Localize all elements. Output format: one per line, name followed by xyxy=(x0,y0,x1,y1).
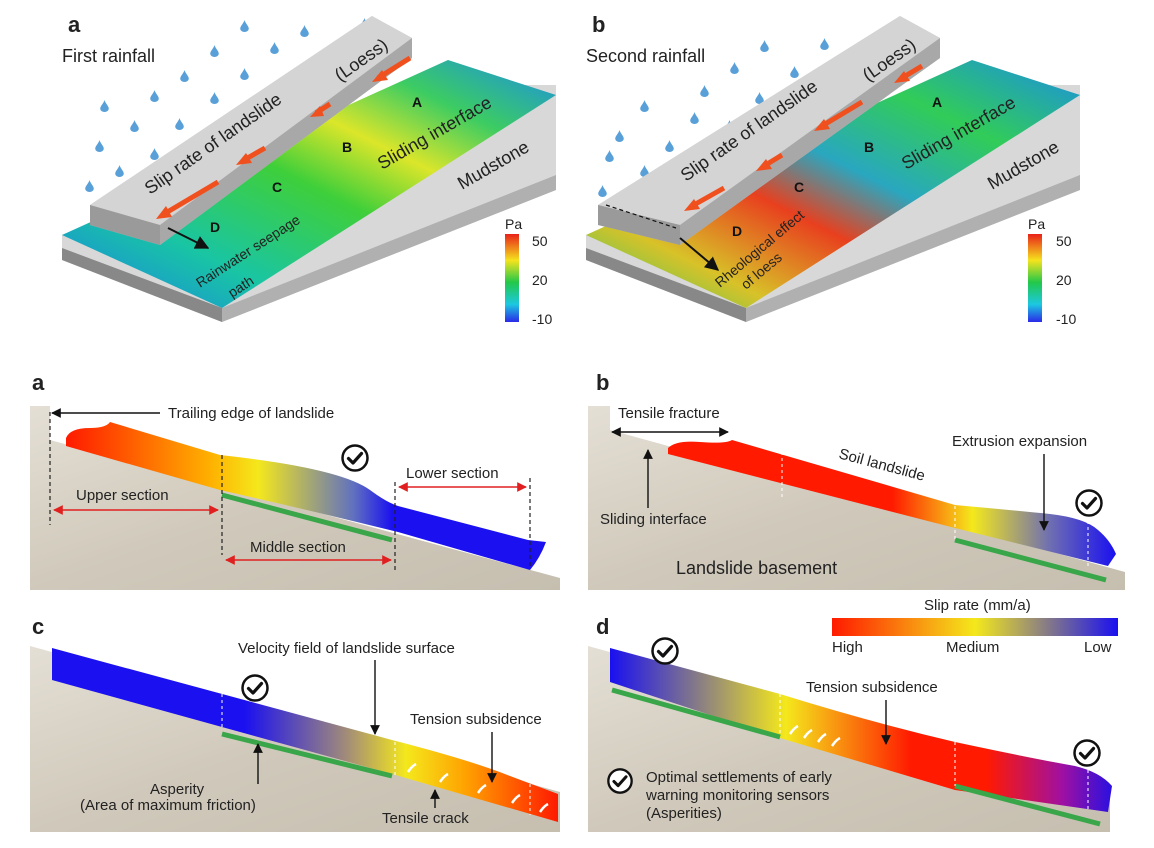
panel-letter: b xyxy=(596,370,609,395)
velocity-field-label: Velocity field of landslide surface xyxy=(238,640,455,657)
panel-title: First rainfall xyxy=(62,46,155,66)
legend-check-icon xyxy=(606,767,634,795)
colorbar xyxy=(1028,234,1042,322)
panel-letter: a xyxy=(68,12,81,37)
check-icon xyxy=(650,636,680,666)
bottom-panel-b: b Tensile fracture Sliding interface Soi… xyxy=(588,370,1125,590)
colorbar-max: 50 xyxy=(1056,233,1072,249)
tension-subsidence-label: Tension subsidence xyxy=(806,679,938,696)
middle-section-label: Middle section xyxy=(250,539,346,556)
sliding-interface-surface xyxy=(62,60,556,308)
colorbar xyxy=(505,234,519,322)
landslide-body xyxy=(52,648,558,822)
seepage-arrow xyxy=(167,227,210,249)
landslide-body xyxy=(66,422,546,570)
rock-basement xyxy=(30,406,560,590)
top-panel-a: a First rainfall xyxy=(62,12,556,327)
panel-letter: b xyxy=(592,12,605,37)
tension-subsidence-label: Tension subsidence xyxy=(410,711,542,728)
slip-legend-high: High xyxy=(832,639,863,656)
panel-letter: c xyxy=(32,614,44,639)
asperity-strip xyxy=(221,492,393,543)
tensile-fracture-label: Tensile fracture xyxy=(618,405,720,422)
tensile-crack-label: Tensile crack xyxy=(382,810,469,827)
asperity-strip-upper xyxy=(611,687,781,740)
check-icon xyxy=(1074,488,1104,518)
trailing-edge-label: Trailing edge of landslide xyxy=(168,405,334,422)
sliding-interface-surface xyxy=(586,60,1080,308)
asperity-strip xyxy=(221,731,393,779)
bottom-panel-d: d Tension subsidence Optimal settlements… xyxy=(588,597,1118,832)
rheology-arrow xyxy=(679,237,720,271)
landslide-body xyxy=(668,440,1116,566)
panel-letter: a xyxy=(32,370,45,395)
colorbar-min: -10 xyxy=(1056,311,1076,327)
colorbar-min: -10 xyxy=(532,311,552,327)
asperity-strip-lower xyxy=(954,783,1101,827)
slip-legend-low: Low xyxy=(1084,639,1112,656)
bottom-panel-c: c Velocity field of landslide surface Te… xyxy=(30,614,560,832)
point-c: C xyxy=(794,179,804,195)
colorbar-mid: 20 xyxy=(1056,272,1072,288)
check-icon xyxy=(1072,738,1102,768)
sliding-interface-label: Sliding interface xyxy=(600,511,707,528)
basement-label: Landslide basement xyxy=(676,558,837,578)
asperity-note: (Area of maximum friction) xyxy=(80,797,256,814)
slip-legend-title: Slip rate (mm/a) xyxy=(924,597,1031,614)
tensile-cracks xyxy=(788,724,841,747)
point-d: D xyxy=(732,223,742,239)
point-a: A xyxy=(932,94,942,110)
colorbar-mid: 20 xyxy=(532,272,548,288)
landslide-body xyxy=(610,648,1112,812)
colorbar-max: 50 xyxy=(532,233,548,249)
legend-line-1: Optimal settlements of early xyxy=(646,769,832,786)
lower-section-label: Lower section xyxy=(406,465,499,482)
legend-line-2: warning monitoring sensors xyxy=(645,787,829,804)
bottom-panel-a: a Trailing edge of landslide Upper secti… xyxy=(30,370,560,590)
extrusion-label: Extrusion expansion xyxy=(952,433,1087,450)
colorbar-unit: Pa xyxy=(505,216,522,232)
slip-arrows xyxy=(684,63,924,211)
slip-legend-medium: Medium xyxy=(946,639,999,656)
point-d: D xyxy=(210,219,220,235)
tensile-cracks xyxy=(406,762,549,813)
colorbar-unit: Pa xyxy=(1028,216,1045,232)
check-icon xyxy=(240,673,270,703)
upper-section-label: Upper section xyxy=(76,487,169,504)
point-b: B xyxy=(342,139,352,155)
point-b: B xyxy=(864,139,874,155)
point-a: A xyxy=(412,94,422,110)
point-c: C xyxy=(272,179,282,195)
panel-title: Second rainfall xyxy=(586,46,705,66)
slip-legend-bar xyxy=(832,618,1118,636)
panel-letter: d xyxy=(596,614,609,639)
mudstone-front xyxy=(62,248,222,322)
asperity-strip xyxy=(954,537,1107,583)
legend-line-3: (Asperities) xyxy=(646,805,722,822)
check-icon xyxy=(340,443,370,473)
slip-arrows xyxy=(156,55,412,219)
asperity-label: Asperity xyxy=(150,781,205,798)
top-panel-b: b Second rainfall xyxy=(586,12,1080,327)
